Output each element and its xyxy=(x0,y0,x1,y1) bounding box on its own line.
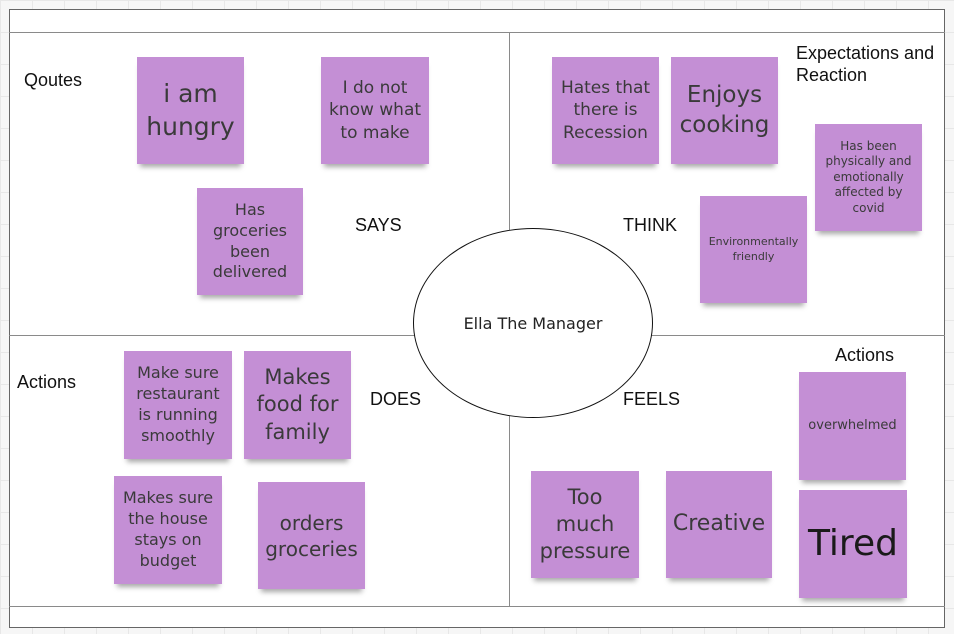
says-title: SAYS xyxy=(355,215,402,235)
sticky-note[interactable]: Environmentally friendly xyxy=(700,196,807,303)
sticky-note[interactable]: overwhelmed xyxy=(799,372,906,480)
sticky-note[interactable]: i am hungry xyxy=(137,57,244,164)
sticky-note[interactable]: Makes sure the house stays on budget xyxy=(114,476,222,584)
sticky-note[interactable]: Has been physically and emotionally affe… xyxy=(815,124,922,231)
sticky-note[interactable]: Enjoys cooking xyxy=(671,57,778,164)
sticky-note[interactable]: Hates that there is Recession xyxy=(552,57,659,164)
sticky-note[interactable]: I do not know what to make xyxy=(321,57,429,164)
says-heading: Qoutes xyxy=(24,70,83,90)
think-heading: Expectations and Reaction xyxy=(796,43,935,85)
sticky-note[interactable]: Makes food for family xyxy=(244,351,351,459)
sticky-note[interactable]: Too much pressure xyxy=(531,471,639,578)
does-title: DOES xyxy=(370,389,422,409)
bottom-band-divider xyxy=(9,606,945,607)
feels-title: FEELS xyxy=(623,389,681,409)
does-heading: Actions xyxy=(17,372,77,392)
persona-ellipse[interactable]: Ella The Manager xyxy=(413,228,653,418)
sticky-note[interactable]: Tired xyxy=(799,490,907,598)
sticky-note[interactable]: Creative xyxy=(666,471,772,578)
feels-heading: Actions xyxy=(835,345,895,365)
sticky-note[interactable]: orders groceries xyxy=(258,482,365,589)
sticky-note[interactable]: Make sure restaurant is running smoothly xyxy=(124,351,232,459)
sticky-note[interactable]: Has groceries been delivered xyxy=(197,188,303,295)
top-band-divider xyxy=(9,32,945,33)
persona-name: Ella The Manager xyxy=(463,313,603,333)
think-title: THINK xyxy=(623,215,677,235)
